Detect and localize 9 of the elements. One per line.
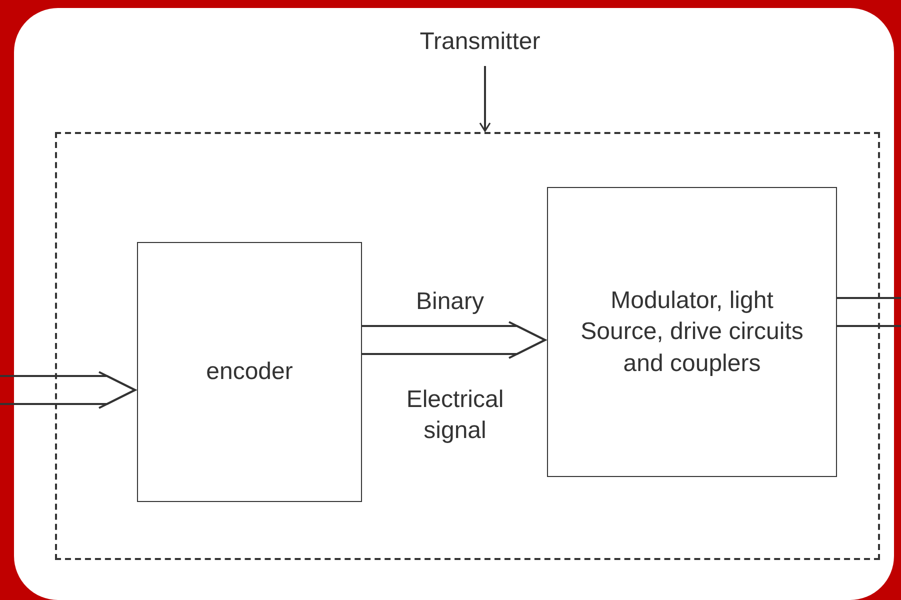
box-label: Modulator, light Source, drive circuits and couplers (580, 286, 804, 379)
box-label: encoder (205, 357, 294, 388)
heading-label: Transmitter (420, 27, 540, 58)
double-line-connector (835, 297, 901, 327)
process-box (547, 187, 837, 477)
dashed-boundary-box (55, 132, 880, 560)
arrow (479, 66, 491, 132)
process-box (137, 242, 362, 502)
double-line-arrow (0, 371, 138, 409)
